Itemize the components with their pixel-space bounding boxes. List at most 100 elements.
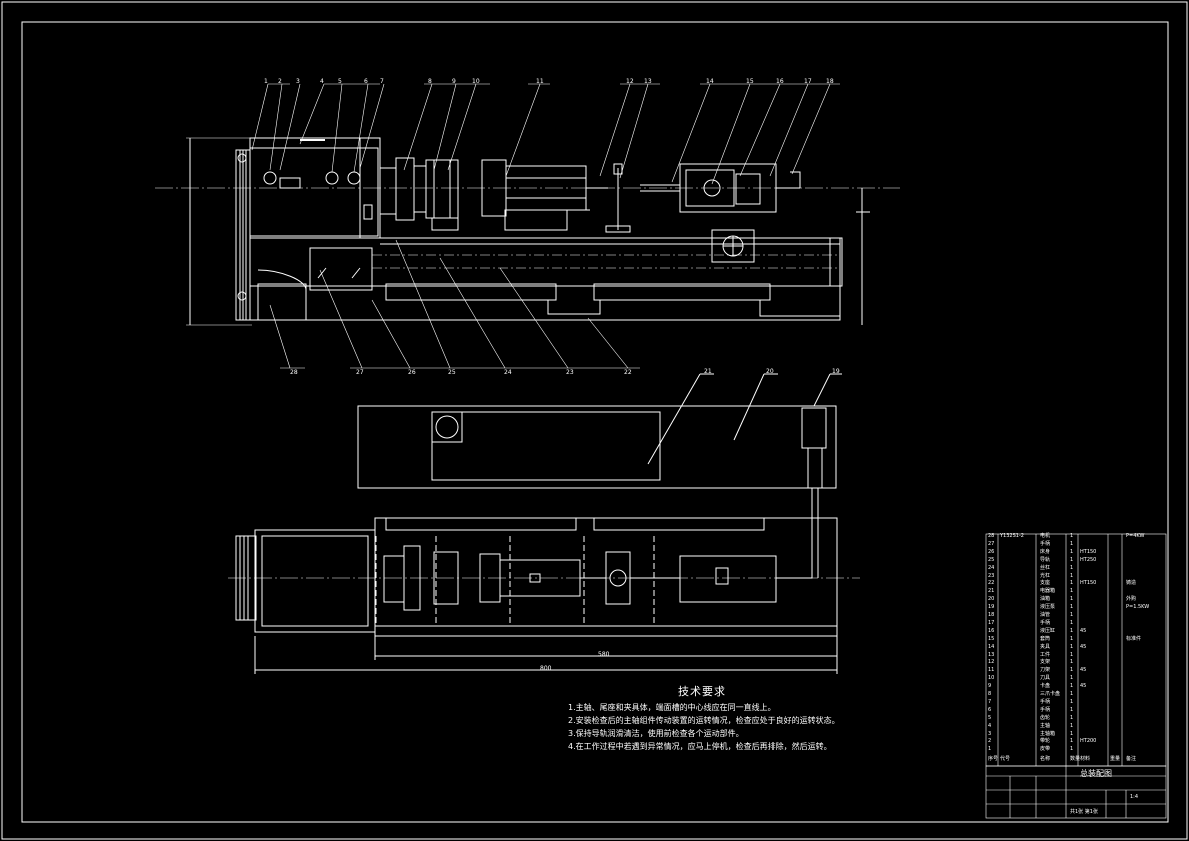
- cell-name: 液压缸: [1040, 627, 1056, 634]
- balloon-3: 3: [296, 78, 300, 85]
- cell-qty: 1: [1070, 548, 1074, 555]
- balloon-18: 18: [826, 78, 834, 85]
- cell-name: 主轴: [1040, 722, 1051, 729]
- cell-name: 电机: [1040, 533, 1051, 539]
- cell-no: 4: [988, 722, 992, 729]
- cell-name: 皮带: [1040, 746, 1051, 753]
- cell-no: 14: [988, 643, 995, 650]
- cell-material: HT150: [1080, 580, 1097, 587]
- cell-no: 28: [988, 533, 995, 539]
- cell-no: 20: [988, 596, 995, 603]
- top-view: [228, 488, 860, 674]
- cell-no: 17: [988, 619, 995, 626]
- cell-note: P=1.5KW: [1126, 604, 1150, 611]
- cell-qty: 1: [1070, 722, 1074, 729]
- balloon-15: 15: [746, 78, 754, 85]
- drawing-scale: 1:4: [1130, 794, 1139, 800]
- balloon-28: 28: [290, 369, 298, 376]
- cell-qty: 1: [1070, 675, 1074, 682]
- balloon-23: 23: [566, 369, 574, 376]
- cell-no: 1: [988, 746, 992, 753]
- header-material: 材料: [1080, 756, 1091, 762]
- cell-name: 手柄: [1040, 698, 1051, 705]
- tech-req-1: 1.主轴、尾座和夹具体，端面槽的中心线应在同一直线上。: [568, 703, 776, 712]
- dim-bed: 580: [598, 651, 610, 658]
- cell-no: 16: [988, 627, 995, 634]
- balloon-20: 20: [766, 368, 774, 375]
- cell-no: 15: [988, 635, 995, 642]
- cell-qty: 1: [1070, 683, 1074, 690]
- cell-name: 手柄: [1040, 619, 1051, 626]
- cell-name: 油箱: [1040, 596, 1051, 603]
- tech-req-title: 技术要求: [678, 685, 726, 698]
- cell-material: 45: [1080, 683, 1087, 690]
- cell-name: 工件: [1040, 651, 1051, 658]
- cell-name: 夹具: [1040, 643, 1051, 650]
- cell-name: 导轨: [1040, 556, 1051, 563]
- balloon-5: 5: [338, 78, 342, 85]
- cell-qty: 1: [1070, 533, 1074, 539]
- header-note: 备注: [1126, 756, 1137, 762]
- tech-req-4: 4.在工作过程中若遇到异常情况，应马上停机，检查后再排除，然后运转。: [568, 742, 832, 751]
- cell-qty: 1: [1070, 588, 1074, 595]
- cell-no: 13: [988, 651, 995, 658]
- cell-name: 主轴箱: [1040, 730, 1056, 737]
- cell-qty: 1: [1070, 627, 1074, 634]
- cell-no: 26: [988, 548, 995, 555]
- cell-material: HT150: [1080, 548, 1097, 555]
- cell-qty: 1: [1070, 612, 1074, 618]
- balloon-1: 1: [264, 78, 268, 85]
- parts-list-header: 序号 代号 名称 数量 材料 重量 备注: [986, 756, 1166, 764]
- cell-qty: 1: [1070, 698, 1074, 705]
- balloon-14: 14: [706, 78, 714, 85]
- cell-no: 7: [988, 698, 992, 705]
- cell-no: 10: [988, 675, 995, 682]
- balloon-6: 6: [364, 78, 368, 85]
- cell-qty: 1: [1070, 596, 1074, 603]
- balloon-4: 4: [320, 78, 324, 85]
- cell-no: 24: [988, 564, 995, 571]
- cell-material: 45: [1080, 643, 1087, 650]
- balloon-21: 21: [704, 368, 712, 375]
- balloon-17: 17: [804, 78, 812, 85]
- leaders-bottom: [269, 239, 640, 369]
- cell-qty: 1: [1070, 604, 1074, 611]
- balloon-22: 22: [624, 369, 632, 376]
- cell-qty: 1: [1070, 667, 1074, 674]
- cell-qty: 1: [1070, 738, 1074, 745]
- cell-name: 支座: [1040, 580, 1051, 587]
- cell-name: 电器箱: [1040, 588, 1056, 595]
- cell-qty: 1: [1070, 706, 1074, 713]
- cell-qty: 1: [1070, 635, 1074, 642]
- balloon-12: 12: [626, 78, 634, 85]
- cell-qty: 1: [1070, 580, 1074, 587]
- balloon-27: 27: [356, 369, 364, 376]
- balloon-24: 24: [504, 369, 512, 376]
- cell-no: 22: [988, 580, 995, 587]
- parts-list-row: 7 手柄 1: [986, 698, 1166, 707]
- tech-req-3: 3.保持导轨润滑清洁，使用前检查各个运动部件。: [568, 729, 744, 738]
- cell-note: P=4KW: [1126, 533, 1145, 539]
- dim-overall: 800: [540, 665, 552, 672]
- cell-material: 45: [1080, 667, 1087, 674]
- cell-qty: 1: [1070, 730, 1074, 737]
- cell-no: 6: [988, 706, 992, 713]
- cell-name: 带轮: [1040, 738, 1051, 745]
- lathe-bed: [249, 237, 841, 287]
- cell-material: HT250: [1080, 556, 1097, 563]
